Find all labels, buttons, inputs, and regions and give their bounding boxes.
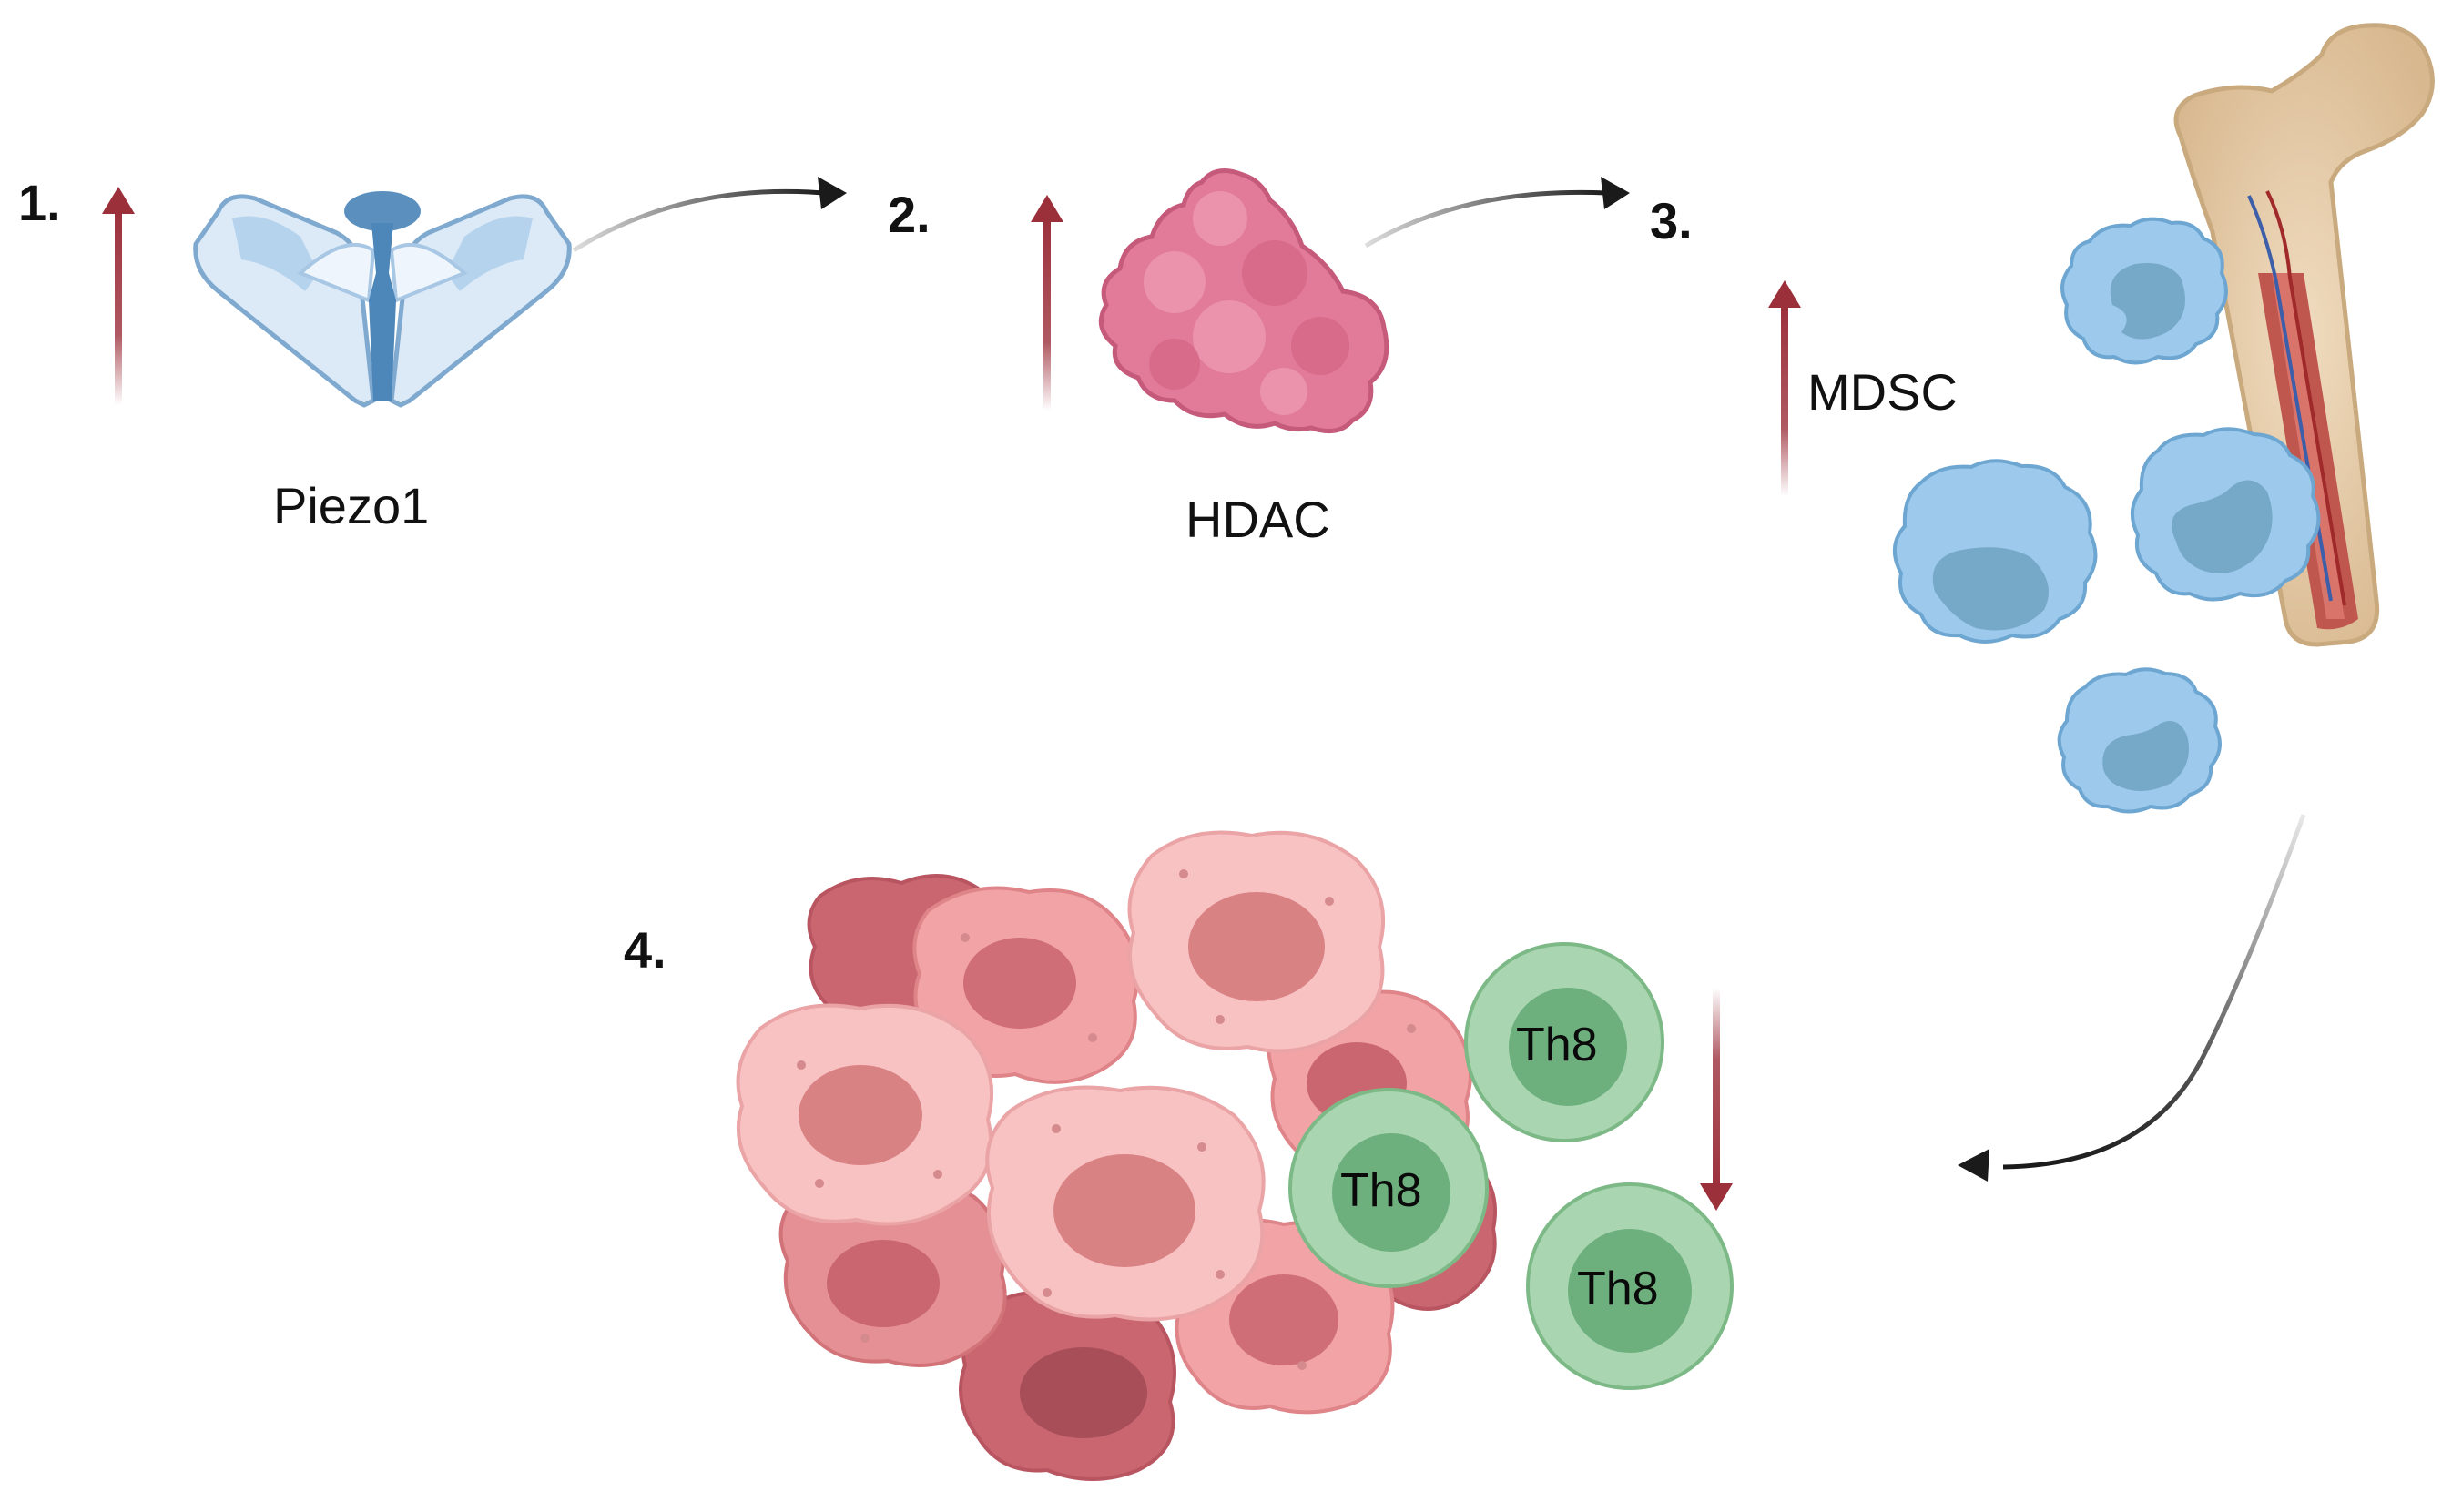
mdsc-cell-2 — [1893, 459, 2098, 644]
mdsc-cell-3 — [2131, 427, 2321, 602]
bone-marrow-femur-icon — [2173, 23, 2435, 647]
step-4: 4. — [624, 830, 1734, 1481]
hdac-protein-icon — [1098, 168, 1389, 434]
piezo1-channel-icon — [193, 191, 572, 408]
mdsc-cell-4 — [2057, 667, 2222, 814]
flow-arrow-3-to-4 — [1958, 814, 2306, 1182]
step-3-number: 3. — [1650, 192, 1693, 249]
mdsc-up-arrow — [1768, 280, 1801, 496]
th8-cell-2: Th8 — [1288, 1088, 1489, 1288]
step-1: 1. Piezo1 — [18, 174, 572, 534]
piezo1-label: Piezo1 — [273, 477, 429, 534]
hdac-up-arrow — [1031, 195, 1063, 411]
flow-arrow-2-to-3 — [1364, 177, 1630, 249]
step-1-number: 1. — [18, 174, 61, 231]
mdsc-cell-1 — [2060, 217, 2228, 365]
tumor-speckles — [797, 869, 1416, 1370]
flow-arrow-1-to-2 — [572, 177, 847, 253]
step-4-number: 4. — [624, 921, 666, 979]
step-2-number: 2. — [888, 186, 931, 243]
th8-cell-3: Th8 — [1526, 1182, 1734, 1390]
th8-label-2: Th8 — [1340, 1164, 1422, 1217]
th8-cell-1: Th8 — [1464, 942, 1664, 1142]
th8-label-3: Th8 — [1577, 1263, 1659, 1315]
th8-down-arrow — [1700, 988, 1733, 1211]
hdac-label: HDAC — [1185, 491, 1330, 548]
mdsc-label: MDSC — [1807, 363, 1958, 421]
tumor-cluster — [736, 830, 1497, 1481]
th8-label-1: Th8 — [1516, 1019, 1598, 1071]
step-3: 3. MDSC — [1650, 23, 2435, 814]
piezo1-up-arrow — [102, 187, 135, 405]
step-2: 2. HDAC — [888, 168, 1389, 548]
